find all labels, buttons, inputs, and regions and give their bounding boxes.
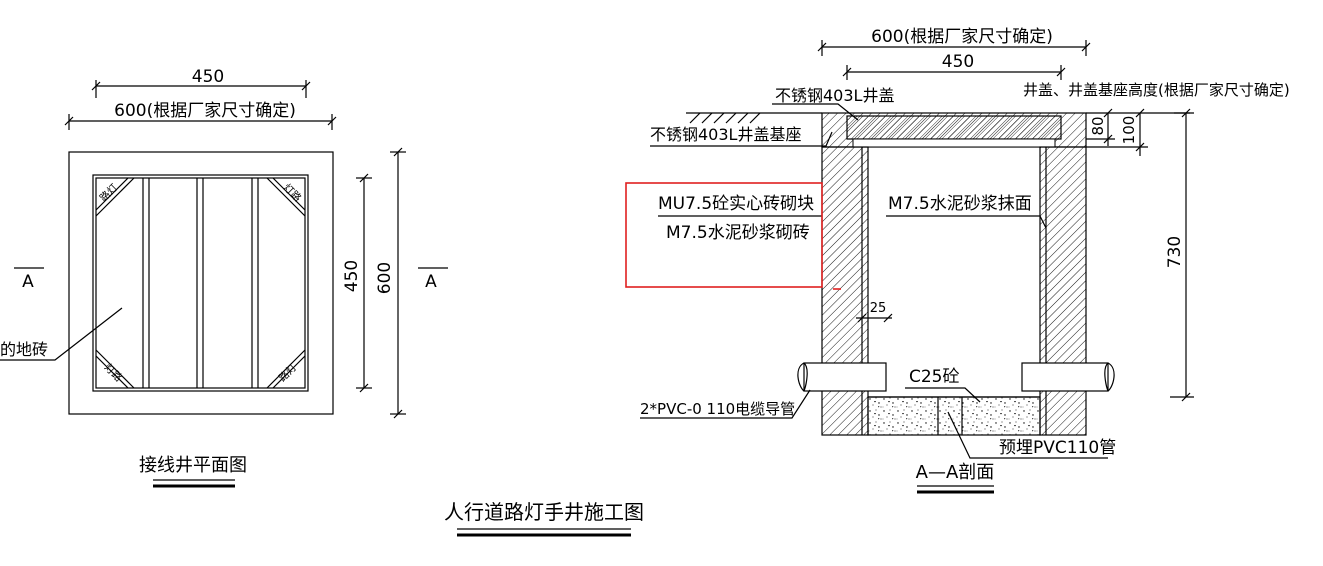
conduit-left [797, 362, 887, 392]
section-dim-600: 600(根据厂家尺寸确定) [817, 27, 1091, 56]
conduit-right [1021, 362, 1115, 392]
plan-corner-label-tl: 路灯 [97, 181, 120, 204]
plan-dim-450-side: 450 [342, 173, 372, 393]
plan-dim-450-top: 450 [91, 67, 311, 98]
cover-lid [846, 115, 1062, 140]
cover-base-leader [650, 131, 833, 147]
section-dim-730-text: 730 [1165, 236, 1185, 268]
plan-corner-label-bl: 灯路 [102, 361, 125, 384]
section-dim-100: 100 [1086, 108, 1148, 156]
plan-dim-600-side: 600 [375, 147, 406, 419]
ground-hatch-left [689, 112, 761, 124]
brick-label-2: M7.5水泥砂浆砌砖 [666, 223, 810, 243]
cover-lid-rim [852, 138, 1056, 148]
plaster-label: M7.5水泥砂浆抹面 [888, 194, 1032, 214]
plan-dim-600-top-text: 600(根据厂家尺寸确定) [114, 101, 296, 121]
plan-corner-label-tr: 灯路 [281, 181, 304, 204]
section-title: A—A剖面 [916, 462, 995, 483]
plan-inner-frame-2 [95, 177, 306, 389]
section-dim-730: 730 [1165, 108, 1194, 402]
drawing-title: 人行道路灯手井施工图 [444, 500, 644, 524]
plan-dim-600-top: 600(根据厂家尺寸确定) [64, 101, 337, 130]
plan-dim-600-side-text: 600 [375, 262, 395, 294]
section-dim-600-text: 600(根据厂家尺寸确定) [871, 27, 1053, 47]
brick-label-1: MU7.5砼实心砖砌块 [658, 194, 814, 214]
plan-corner-diagonals [95, 177, 306, 389]
section-mark-right-text: A [425, 272, 437, 292]
plan-corner-label-br: 路灯 [276, 361, 299, 384]
section-dim-450: 450 [842, 52, 1066, 80]
pipe-label: 预埋PVC110管 [999, 438, 1116, 458]
section-dim-100-text: 100 [1120, 116, 1138, 145]
pipe-leader [947, 411, 1108, 459]
plan-view: 450 600(根据厂家尺寸确定) [0, 67, 448, 488]
plan-section-mark-right: A [418, 267, 448, 292]
wall-right [1039, 146, 1087, 436]
plan-cover-strips [142, 178, 259, 388]
section-dim-80-text: 80 [1089, 116, 1107, 135]
cover-leader [772, 103, 859, 121]
section-mark-left-text: A [22, 272, 34, 292]
cover-label: 不锈钢403L井盖 [775, 86, 894, 105]
plan-dim-450-top-text: 450 [192, 67, 224, 87]
section-dim-25: 25 [856, 301, 893, 323]
section-view: 600(根据厂家尺寸确定) 450 [625, 27, 1290, 494]
cover-base-label: 不锈钢403L井盖基座 [650, 125, 801, 144]
plan-floor-tile-leader: 的地砖 [0, 307, 123, 361]
plan-section-mark-left: A [14, 267, 44, 292]
conduit-label: 2*PVC-0 110电缆导管 [640, 400, 795, 418]
section-dim-450-text: 450 [942, 52, 974, 72]
wall-left [821, 146, 869, 436]
cover-height-note: 井盖、井盖基座高度(根据厂家尺寸确定) [1023, 81, 1290, 99]
plan-inner-frame [92, 174, 309, 392]
plan-dim-450-side-text: 450 [342, 260, 362, 292]
section-dim-80: 80 [1086, 108, 1115, 146]
concrete-base [867, 396, 1041, 436]
plan-outer-frame [68, 151, 334, 415]
section-dim-25-text: 25 [870, 301, 887, 316]
concrete-leader [905, 387, 981, 403]
concrete-label: C25砼 [909, 367, 960, 387]
plan-floor-tile-label: 的地砖 [0, 340, 48, 359]
conduit-leader [640, 389, 811, 419]
highlight-box [625, 182, 823, 288]
plan-title: 接线井平面图 [139, 455, 247, 476]
